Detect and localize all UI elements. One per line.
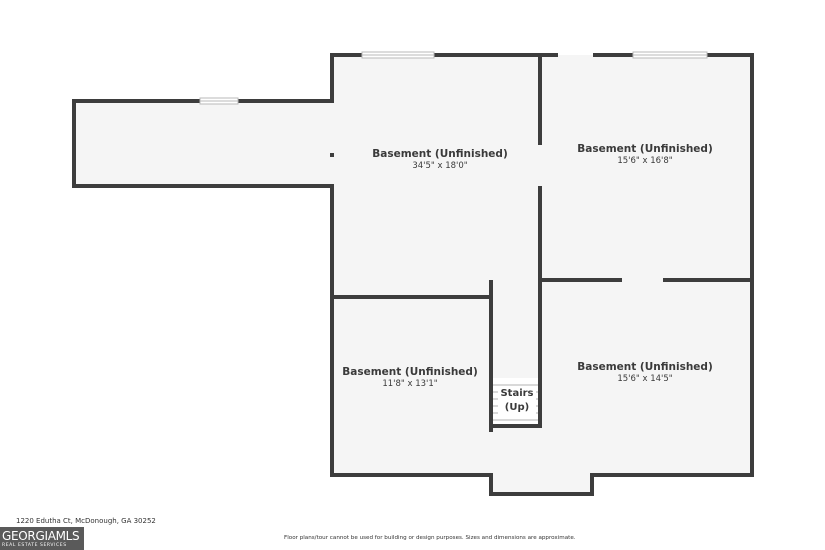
room-label-top-right: Basement (Unfinished) 15'6" x 16'8" [565,143,725,166]
property-address: 1220 Edutha Ct, McDonough, GA 30252 [16,517,156,525]
floorplan-disclaimer: Floor plans/tour cannot be used for buil… [284,535,576,541]
stairs-label-line1: Stairs [500,388,534,399]
room-name: Basement (Unfinished) [577,361,713,373]
room-label-bottom-right: Basement (Unfinished) 15'6" x 14'5" [565,361,725,384]
stairs-label-line2: (Up) [504,402,530,413]
stairs-label: Stairs (Up) [498,387,536,415]
room-name: Basement (Unfinished) [577,143,713,155]
room-label-bottom-left: Basement (Unfinished) 11'8" x 13'1" [330,366,490,389]
room-dimensions: 15'6" x 14'5" [617,374,673,384]
floor-area [74,55,752,494]
room-dimensions: 11'8" x 13'1" [382,379,438,389]
logo-text: GEORGIAMLS [2,529,80,543]
room-dimensions: 15'6" x 16'8" [617,156,673,166]
room-name: Basement (Unfinished) [372,148,508,160]
georgia-mls-logo: GEORGIAMLS REAL ESTATE SERVICES [0,527,84,550]
room-dimensions: 34'5" x 18'0" [412,161,468,171]
room-label-main: Basement (Unfinished) 34'5" x 18'0" [360,148,520,171]
logo-subtext: REAL ESTATE SERVICES [2,543,67,548]
windows [199,51,708,105]
room-name: Basement (Unfinished) [342,366,478,378]
